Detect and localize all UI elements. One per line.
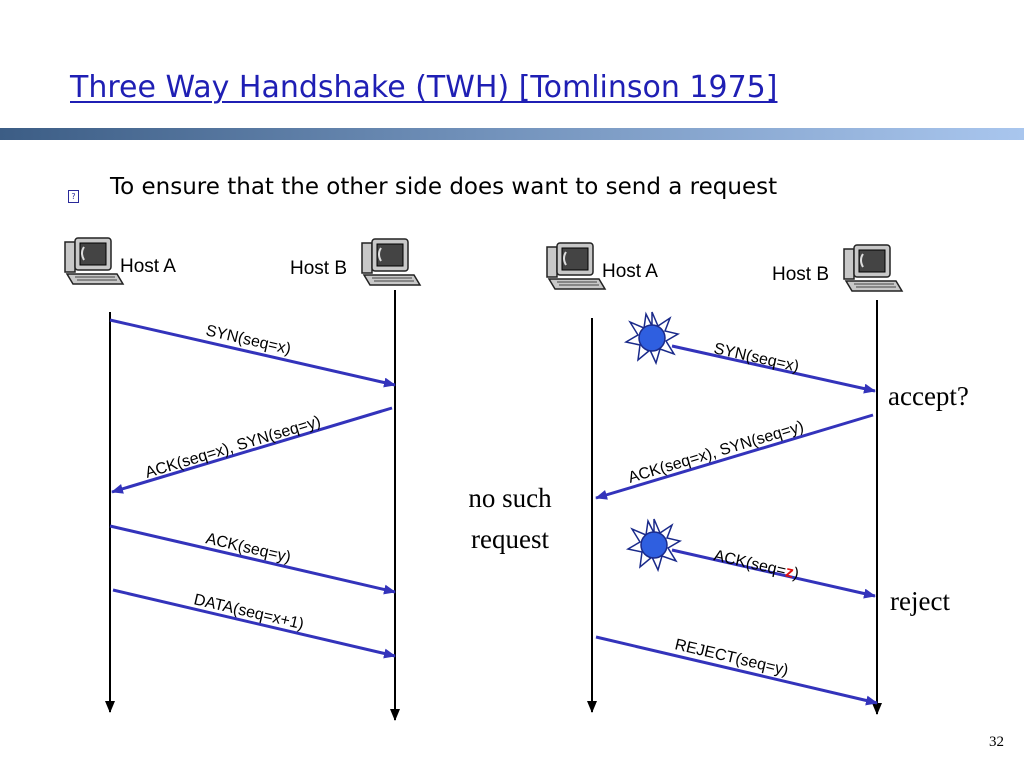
right-diagram: Host A Host B SYN(seq=x) ACK(seq=x), SYN…: [468, 242, 969, 715]
data-arrow: [112, 588, 396, 659]
no-such-request-note-line2: request: [471, 524, 549, 554]
syn-arrow: [109, 318, 396, 388]
bullet-text: To ensure that the other side does want …: [110, 174, 778, 200]
page-number: 32: [989, 734, 1004, 750]
host-a-computer-icon: [64, 237, 124, 285]
ack-arrow: [109, 524, 396, 595]
old-packet-burst-icon: [627, 518, 681, 571]
ack-z-arrow: [671, 548, 876, 599]
no-such-request-note-line1: no such: [468, 483, 552, 513]
reject-note: reject: [890, 586, 950, 616]
old-packet-burst-icon: [625, 311, 679, 364]
ack-z-label: ACK(seq=z): [712, 547, 800, 583]
slide-title: Three Way Handshake (TWH) [Tomlinson 197…: [70, 70, 778, 105]
syn-arrow: [671, 344, 876, 394]
host-b-label: Host B: [290, 258, 347, 279]
title-divider-bar: [0, 128, 1024, 140]
host-b-computer-icon: [843, 244, 903, 292]
host-a-computer-icon: [546, 242, 606, 290]
host-a-label: Host A: [602, 261, 658, 282]
reject-arrow: [595, 635, 878, 706]
syn-label: SYN(seq=x): [712, 340, 800, 375]
accept-note: accept?: [888, 381, 969, 411]
ack-z-value: z: [784, 563, 796, 581]
left-diagram: Host A Host B SYN(seq=x) ACK(seq=x), SYN…: [64, 237, 421, 721]
ack-label: ACK(seq=y): [204, 530, 292, 566]
ack-syn-arrow: [595, 413, 874, 500]
host-b-computer-icon: [361, 238, 421, 286]
host-a-label: Host A: [120, 256, 176, 277]
ack-syn-label: ACK(seq=x), SYN(seq=y): [143, 413, 322, 482]
ack-syn-arrow: [111, 406, 393, 494]
ack-syn-label: ACK(seq=x), SYN(seq=y): [626, 418, 805, 487]
host-b-label: Host B: [772, 264, 829, 285]
bullet-icon: ?: [68, 190, 79, 203]
